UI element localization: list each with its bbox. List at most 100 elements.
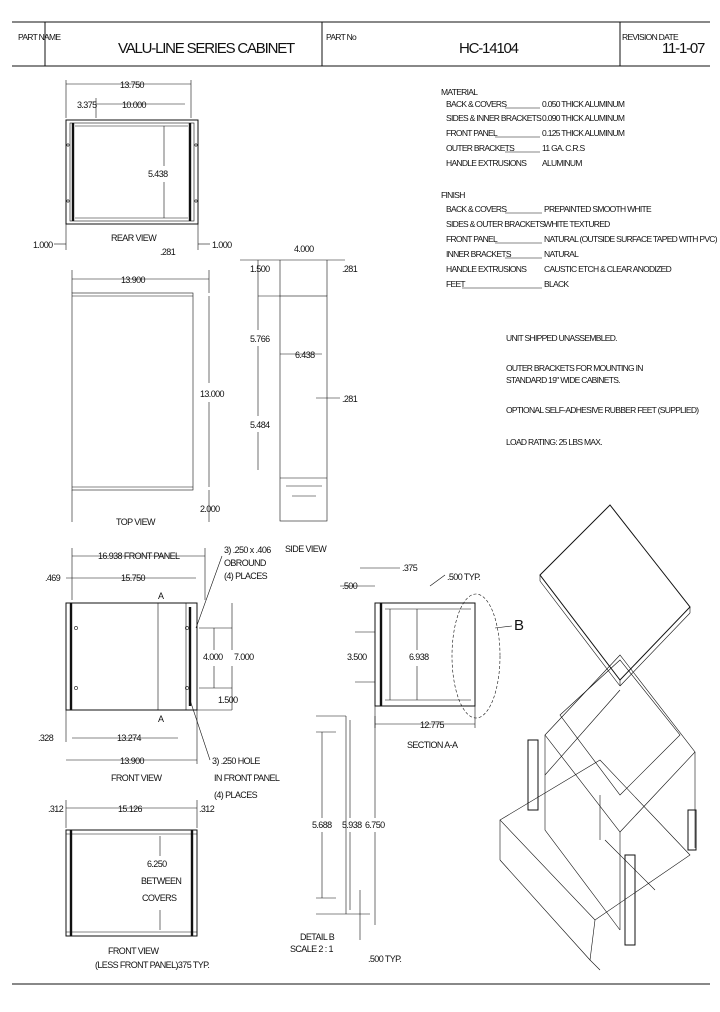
material-item-2: SIDES & INNER BRACKETS [446,113,542,123]
material-value-1: 0.050 THICK ALUMINUM [542,99,625,109]
finish-value-3: NATURAL (OUTSIDE SURFACE TAPED WITH PVC) [544,234,718,244]
section-mark-bottom: A [158,714,164,724]
top-dim-width: 13.900 [121,275,146,285]
front-view-label: FRONT VIEW [111,773,162,783]
front-callout1-line1: 3) .250 x .406 [224,545,271,555]
top-view: 13.900 13.000 2.000 TOP VIEW [71,270,225,527]
material-value-2: 0.090 THICK ALUMINUM [542,113,625,123]
detail-scale: SCALE 2 : 1 [290,944,334,954]
finish-item-5: HANDLE EXTRUSIONS [446,264,527,274]
detail-dim-b: 5.938 [342,820,362,830]
front-dim-height1: 4.000 [203,652,223,662]
front-dim-left-bottom: .328 [38,733,54,743]
front-dim-front-panel: 16.938 FRONT PANEL [98,551,180,561]
side-dim-upper: 5.766 [250,334,270,344]
rear-dim-height: 5.438 [148,169,168,179]
top-view-label: TOP VIEW [116,517,156,527]
less-dim-right: .312 [199,804,215,814]
finish-value-5: CAUSTIC ETCH & CLEAR ANODIZED [544,264,672,274]
front-dim-width: 15.750 [121,573,146,583]
front-callout1-line3: (4) PLACES [224,571,268,581]
part-name-label: PART NAME [18,32,61,42]
front-dim-bottom: 1.500 [218,695,238,705]
material-item-4: OUTER BRACKETS [446,143,515,153]
side-dim-top-left: 1.500 [250,264,270,274]
finish-item-3: FRONT PANEL [446,234,498,244]
part-no-label: PART No [326,32,357,42]
side-dim-lower: 5.484 [250,420,270,430]
section-dim-h1: 3.500 [347,652,367,662]
detail-label: DETAIL B [300,932,335,942]
rear-dim-offset: 3.375 [77,100,97,110]
rear-view: 13.750 3.375 10.000 5.438 1.000 .281 1.0… [33,80,233,257]
side-view: 4.000 1.500 .281 5.766 5.484 6.438 .281 … [240,244,358,554]
rear-dim-overall: 13.750 [120,80,145,90]
detail-dim-c: 6.750 [365,820,385,830]
finish-value-4: NATURAL [544,249,579,259]
rear-dim-left: 1.000 [33,240,53,250]
material-item-1: BACK & COVERS [446,99,507,109]
finish-value-2: WHITE TEXTURED [544,219,610,229]
section-mark-top: A [158,591,164,601]
section-dim-typ: .500 TYP. [447,572,480,582]
finish-item-4: INNER BRACKETS [446,249,512,259]
detail-dim-a: 5.688 [312,820,332,830]
top-dim-depth: 13.000 [200,389,225,399]
side-view-label: SIDE VIEW [285,544,327,554]
less-center-3: COVERS [142,893,177,903]
front-callout2-line1: 3) .250 HOLE [212,756,260,766]
front-dim-height2: 7.000 [234,652,254,662]
less-center-2: BETWEEN [141,876,181,886]
finish-heading: FINISH [441,190,465,200]
rear-dim-bottom: .281 [160,247,176,257]
material-item-5: HANDLE EXTRUSIONS [446,158,527,168]
finish-spec: FINISH BACK & COVERS PREPAINTED SMOOTH W… [441,190,718,289]
note-2: OUTER BRACKETS FOR MOUNTING IN [506,363,643,373]
material-item-3: FRONT PANEL [446,128,498,138]
front-dim-span: 13.274 [117,733,142,743]
less-dim-typ: .375 TYP. [176,960,209,970]
title-block: PART NAME VALU-LINE SERIES CABINET PART … [12,21,710,67]
rear-view-label: REAR VIEW [111,233,157,243]
finish-value-1: PREPAINTED SMOOTH WHITE [544,204,652,214]
section-dim-h2: 6.938 [409,652,429,662]
front-callout1-line2: OBROUND [224,558,267,568]
rear-dim-right: 1.000 [212,240,232,250]
less-dim-width: 15.126 [118,804,143,814]
section-dim-top: .375 [402,563,418,573]
material-value-4: 11 GA. C.R.S [542,143,585,153]
section-dim-left: .500 [342,581,358,591]
side-dim-top-right: .281 [342,264,358,274]
section-aa: .375 .500 .500 TYP. 3.500 6.938 12.775 S… [340,563,525,750]
top-dim-bottom: 2.000 [200,504,220,514]
finish-item-6: FEET [446,279,465,289]
less-dim-left: .312 [48,804,64,814]
section-label: SECTION A-A [407,740,458,750]
revision-label: REVISION DATE [622,32,679,42]
material-value-5: ALUMINUM [542,158,582,168]
less-center-1: 6.250 [147,859,167,869]
material-heading: MATERIAL [441,87,478,97]
part-name: VALU-LINE SERIES CABINET [118,40,295,57]
finish-item-2: SIDES & OUTER BRACKETS [446,219,545,229]
note-1: UNIT SHIPPED UNASSEMBLED. [506,333,617,343]
material-value-3: 0.125 THICK ALUMINUM [542,128,625,138]
front-dim-overall: 13.900 [120,756,145,766]
side-dim-top: 4.000 [294,244,314,254]
rear-dim-inner: 10.000 [122,100,147,110]
note-3: STANDARD 19" WIDE CABINETS. [506,375,620,385]
less-view-label: FRONT VIEW [108,946,159,956]
detail-dim-typ: .500 TYP. [368,954,401,964]
side-dim-mid: 6.438 [295,350,315,360]
isometric-exploded-view [499,504,697,971]
notes: UNIT SHIPPED UNASSEMBLED. OUTER BRACKETS… [506,333,700,447]
material-spec: MATERIAL BACK & COVERS 0.050 THICK ALUMI… [441,87,626,168]
less-view-sublabel: (LESS FRONT PANEL) [95,960,178,970]
front-view: 16.938 FRONT PANEL .469 15.750 A A 4.000… [38,545,280,800]
detail-b: 5.688 5.938 6.750 DETAIL B SCALE 2 : 1 .… [290,715,402,964]
front-callout2-line3: (4) PLACES [214,790,258,800]
section-dim-width: 12.775 [420,720,445,730]
front-dim-left: .469 [45,573,61,583]
note-5: LOAD RATING: 25 LBS MAX. [506,437,602,447]
